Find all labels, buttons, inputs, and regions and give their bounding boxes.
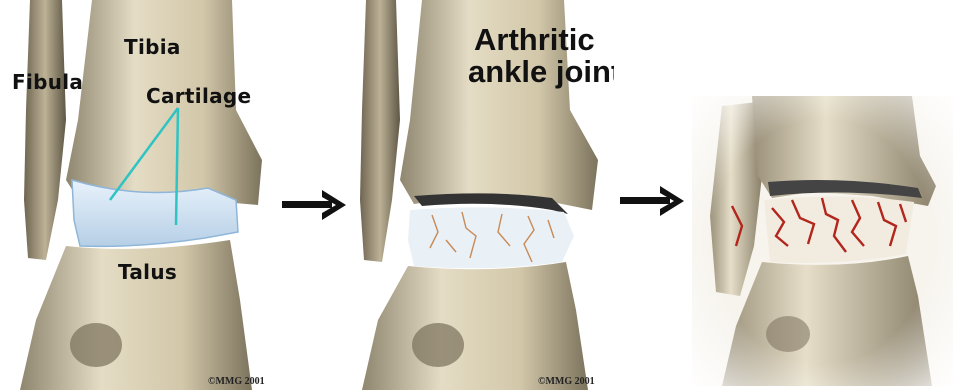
arrow-right-icon [620, 184, 686, 218]
severe-arthritis-panel [692, 96, 953, 386]
arthritic-ankle-panel: Arthritic ankle joint ©MMG 2001 [352, 0, 614, 390]
severe-arthritis-illustration [692, 96, 953, 386]
talus-shadow [70, 323, 122, 367]
talus-shadow [412, 323, 464, 367]
arrow-right-icon [282, 188, 348, 222]
tibia-label: Tibia [124, 35, 181, 59]
copyright-normal: ©MMG 2001 [208, 376, 265, 387]
talus-label: Talus [118, 260, 177, 284]
arthritic-title-line-2: ankle joint [468, 56, 614, 87]
fibula-label: Fibula [12, 70, 83, 94]
copyright-arthritic: ©MMG 2001 [538, 376, 595, 387]
arthritic-title-line-1: Arthritic [474, 24, 595, 55]
normal-ankle-panel: Tibia Fibula Cartilage Talus ©MMG 2001 [0, 0, 275, 390]
cartilage-label: Cartilage [146, 84, 251, 108]
